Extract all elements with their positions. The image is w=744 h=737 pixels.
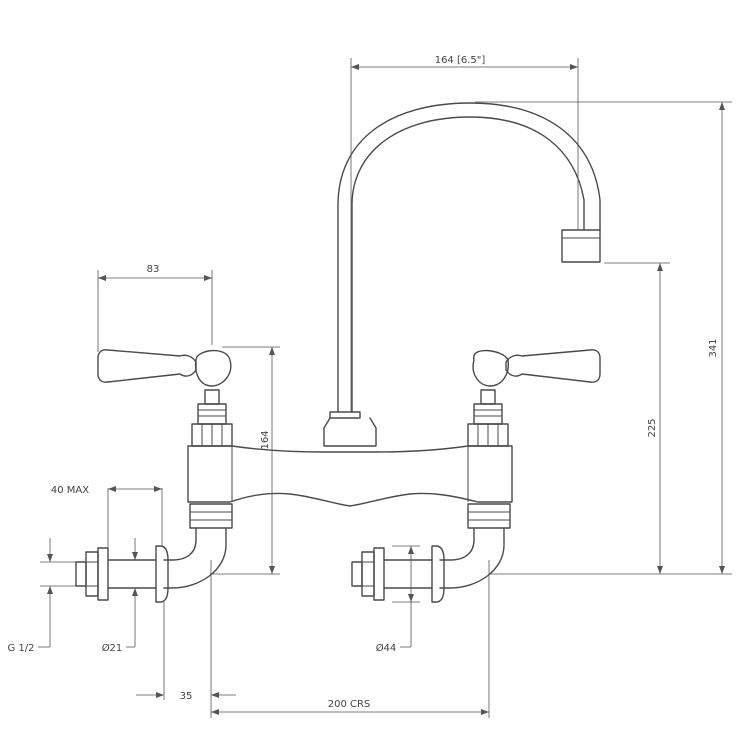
dim-thread	[38, 538, 76, 648]
dim-pipe-diameter	[126, 538, 138, 648]
left-wall-union	[75, 545, 169, 603]
label-lever-length: 83	[147, 264, 160, 275]
label-body-height: 164	[260, 430, 271, 449]
label-flange-diameter: Ø44	[376, 642, 397, 654]
spout-base	[323, 411, 377, 447]
dim-flange-diameter	[392, 545, 420, 648]
dim-wall-offset	[136, 560, 236, 718]
label-thread: G 1/2	[7, 643, 34, 654]
dim-total-height	[475, 101, 732, 575]
right-wall-union	[351, 545, 445, 603]
label-wall-thickness: 40 MAX	[51, 485, 89, 496]
label-spout-height: 225	[647, 418, 658, 437]
right-valve	[467, 349, 601, 447]
label-wall-offset: 35	[180, 691, 193, 702]
dim-body-height	[210, 346, 280, 575]
dim-spout-reach	[350, 58, 579, 412]
dim-spout-height	[604, 262, 670, 574]
left-elbow	[163, 503, 233, 589]
bridge-body	[187, 445, 513, 507]
spout-aerator	[561, 229, 601, 263]
dim-lever-length	[97, 270, 213, 352]
gooseneck-spout	[337, 102, 601, 413]
right-elbow	[439, 503, 511, 589]
left-valve	[97, 349, 233, 447]
label-pipe-diameter: Ø21	[102, 642, 123, 654]
label-centres: 200 CRS	[328, 699, 371, 710]
label-total-height: 341	[708, 338, 719, 357]
label-spout-reach: 164 [6.5"]	[435, 55, 486, 66]
dim-wall-thickness	[107, 486, 163, 548]
dim-centres	[211, 560, 490, 718]
